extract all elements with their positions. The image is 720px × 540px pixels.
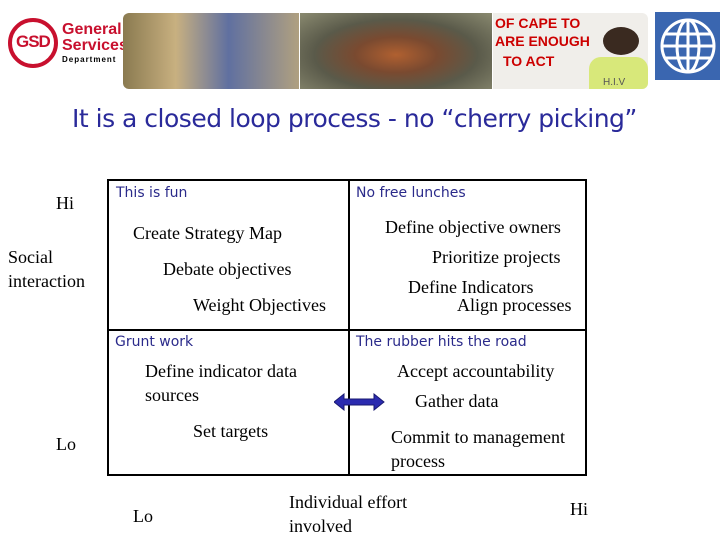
- quadrant-item: Create Strategy Map: [133, 223, 282, 243]
- quadrant-item: Define Indicators: [408, 277, 534, 297]
- x-axis-lo: Lo: [133, 506, 153, 526]
- quadrant-item: Define indicator data: [145, 361, 297, 381]
- x-axis-label-line2: involved: [289, 516, 352, 536]
- matrix-vertical-divider: [348, 179, 350, 476]
- quadrant-item: Accept accountability: [397, 361, 555, 381]
- quadrant-item: Set targets: [193, 421, 269, 441]
- gsd-logo: GSD: [8, 18, 58, 68]
- quadrant-item: sources: [145, 385, 199, 405]
- quadrant-item: process: [391, 451, 445, 471]
- slide-title: It is a closed loop process - no “cherry…: [72, 104, 637, 133]
- banner-photo-students: [123, 13, 299, 89]
- y-axis-label-line1: Social: [8, 247, 53, 267]
- banner-photo-protest-sign: H.I.V OF CAPE TO ARE ENOUGH TO ACT: [493, 13, 648, 89]
- world-bank-logo: [655, 12, 720, 80]
- x-axis-label-line1: Individual effort: [289, 492, 408, 512]
- quadrant-item: Weight Objectives: [193, 295, 327, 315]
- quadrant-label: Grunt work: [115, 334, 194, 350]
- quadrant-item: Define objective owners: [385, 217, 561, 237]
- double-arrow-icon: [334, 393, 385, 411]
- quadrant-item: Prioritize projects: [432, 247, 561, 267]
- matrix-horizontal-divider: [107, 329, 587, 331]
- quadrant-label: This is fun: [116, 185, 188, 201]
- globe-icon: [660, 18, 716, 74]
- quadrant-item: Gather data: [415, 391, 499, 411]
- quadrant-item: Debate objectives: [163, 259, 292, 279]
- quadrant-label: No free lunches: [356, 185, 466, 201]
- quadrant-label: The rubber hits the road: [356, 334, 527, 350]
- quadrant-item: Commit to management: [391, 427, 565, 447]
- matrix-frame: [107, 179, 587, 476]
- y-axis-label-line2: interaction: [8, 271, 85, 291]
- quadrant-item: Align processes: [457, 295, 572, 315]
- y-axis-hi: Hi: [56, 193, 74, 213]
- y-axis-lo: Lo: [56, 434, 76, 454]
- gsd-logo-text: General Services Department: [62, 21, 128, 65]
- x-axis-hi: Hi: [570, 499, 588, 519]
- banner-photo-water-hands: [300, 13, 492, 89]
- person: [603, 27, 639, 55]
- person-shirt: H.I.V: [589, 57, 648, 89]
